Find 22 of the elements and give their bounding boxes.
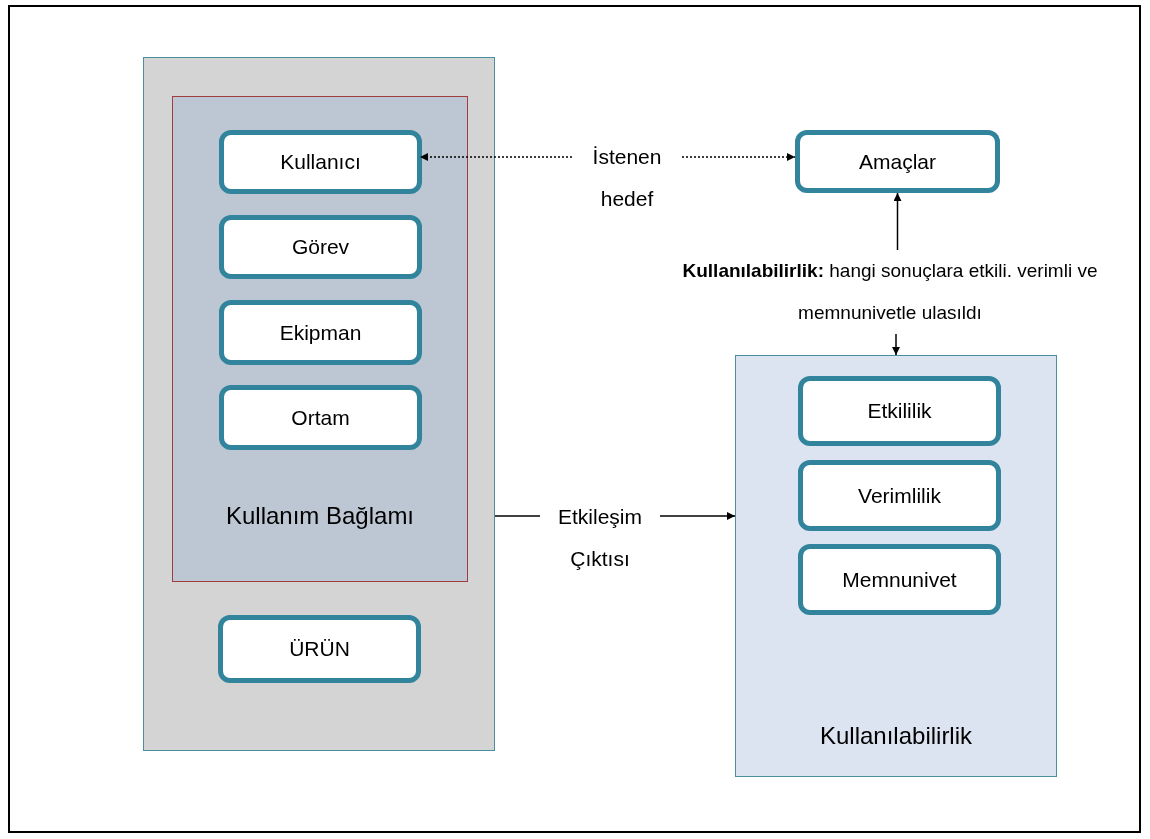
panel-heading: Kullanım Bağlamı [224,502,416,530]
outcome-panel [735,355,1057,777]
process-box: Görev [219,215,422,279]
context-panel [172,96,468,582]
arrow [681,153,796,161]
process-box: ÜRÜN [218,615,421,683]
panel-heading: Kullanılabilirlik [818,722,974,750]
arrow [892,333,900,356]
arrow [659,512,736,520]
arrow [893,192,902,251]
annotation-text: İstenen hedef [572,136,682,220]
process-box: Kullanıcı [219,130,422,194]
process-box: Ortam [219,385,422,450]
container-panel [143,57,495,751]
process-box: Etkililik [798,376,1001,446]
process-box: Ekipman [219,300,422,365]
process-box: Memnunivet [798,544,1001,615]
arrow [419,153,573,161]
process-box: Verimlilik [798,460,1001,531]
annotation-text: Kullanılabilirlik: hangi sonuçlara etkili. verimli ve memnunivetle ulasıldı [670,250,1110,334]
annotation-text: Etkileşim Çıktısı [540,496,660,580]
process-box: Amaçlar [795,130,1000,193]
